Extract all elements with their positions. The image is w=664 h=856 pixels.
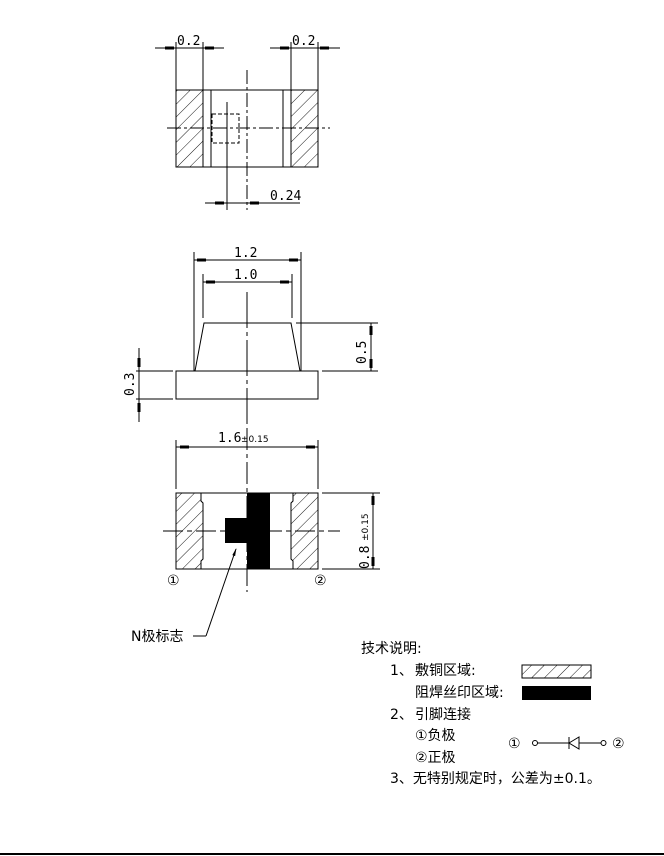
side-view <box>136 252 378 425</box>
dim-pad-left-width: 0.2 <box>177 34 200 49</box>
note-2-pin2: ②正极 <box>415 750 456 766</box>
note-3: 3、无特别规定时，公差为±0.1。 <box>390 771 601 787</box>
note-2-pin1: ①负极 <box>415 728 456 744</box>
diode-schematic <box>532 736 607 750</box>
dim-length-tolerance: ±0.15 <box>241 435 269 445</box>
pin2-marker: ② <box>314 573 327 589</box>
note-1-copper-label: 敷铜区域: <box>415 663 476 679</box>
schematic-pin2: ② <box>612 736 625 752</box>
dim-die-offset: 0.24 <box>270 189 301 204</box>
legend-copper-swatch <box>521 664 592 679</box>
dim-length: 1.6 <box>218 431 241 446</box>
notes-title: 技术说明: <box>361 641 422 657</box>
pin1-marker: ① <box>167 573 180 589</box>
dim-lens-bottom-width: 1.2 <box>234 246 257 261</box>
note-2-prefix: 2、 <box>390 707 413 723</box>
dim-width-tolerance: ±0.15 <box>361 513 371 541</box>
schematic-pin1: ① <box>508 736 521 752</box>
diode-triangle-icon <box>568 736 580 750</box>
dim-base-height: 0.3 <box>123 373 138 396</box>
bottom-view <box>163 428 380 637</box>
note-2-title: 引脚连接 <box>415 707 471 723</box>
polarity-callout-label: N极标志 <box>131 629 183 645</box>
note-1-soldermask-label: 阻焊丝印区域: <box>415 685 504 701</box>
note-1-prefix: 1、 <box>390 663 413 679</box>
dim-lens-top-width: 1.0 <box>234 268 257 283</box>
legend-soldermask-swatch <box>522 686 591 700</box>
dim-lens-height: 0.5 <box>355 341 370 364</box>
dim-width: 0.8 <box>358 546 373 569</box>
page-bottom-rule <box>0 853 664 855</box>
dim-pad-right-width: 0.2 <box>292 34 315 49</box>
top-view <box>155 42 340 210</box>
